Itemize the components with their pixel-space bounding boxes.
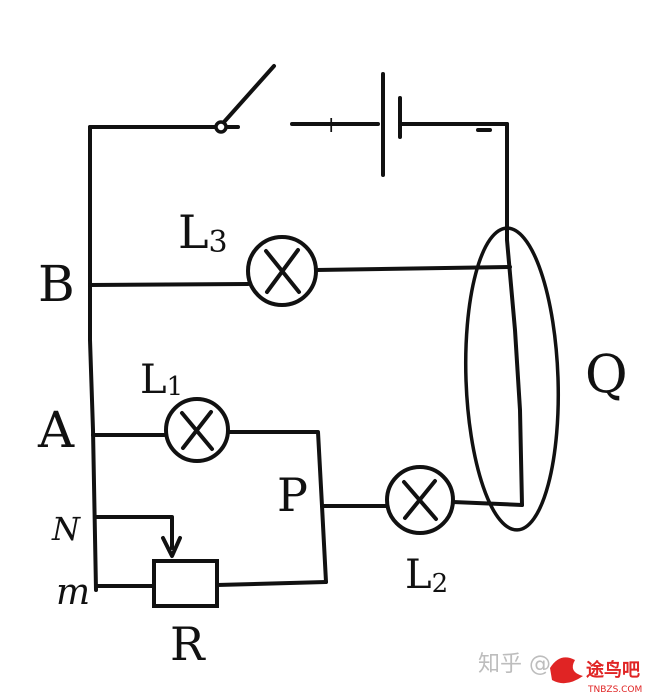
battery-icon: +: [290, 72, 509, 177]
watermark-right-subtext: TNBZS.COM: [587, 685, 642, 695]
left-wire: [88, 125, 98, 592]
watermark-right-text: 途鸟吧: [586, 659, 640, 681]
label-n: N: [51, 510, 81, 548]
battery-plus-label: +: [322, 113, 340, 138]
label-l1: L1: [140, 357, 183, 403]
label-a: A: [37, 401, 75, 459]
lamp-icon: [164, 397, 230, 463]
label-l3: L3: [178, 205, 228, 260]
rheostat-right-wire: [215, 580, 328, 587]
label-m: m: [56, 572, 90, 613]
rheostat-slider-arrow: [161, 536, 182, 558]
label-q: Q: [585, 345, 628, 405]
right-wire: [505, 122, 524, 507]
watermark: 知乎 @ 途鸟吧 TNBZS.COM: [478, 652, 642, 695]
rheostat-n-wire: [94, 515, 174, 550]
label-p: P: [277, 468, 308, 522]
lamp-icon: [385, 465, 455, 535]
watermark-left-text: 知乎 @: [478, 652, 551, 677]
l3-branch-wire-right: [314, 265, 512, 272]
l3-branch-wire-left: [88, 282, 250, 287]
switch-icon: [214, 64, 276, 134]
q-ellipse: [463, 226, 561, 532]
lamp-icon: [246, 235, 318, 307]
label-b: B: [38, 255, 75, 313]
rheostat-icon: [152, 559, 219, 608]
label-r: R: [170, 617, 206, 671]
watermark-logo-icon: [550, 657, 583, 684]
l1-branch-wire-right: [226, 430, 328, 584]
l2-branch-wire-right: [451, 500, 524, 507]
label-l2: L2: [405, 552, 448, 599]
